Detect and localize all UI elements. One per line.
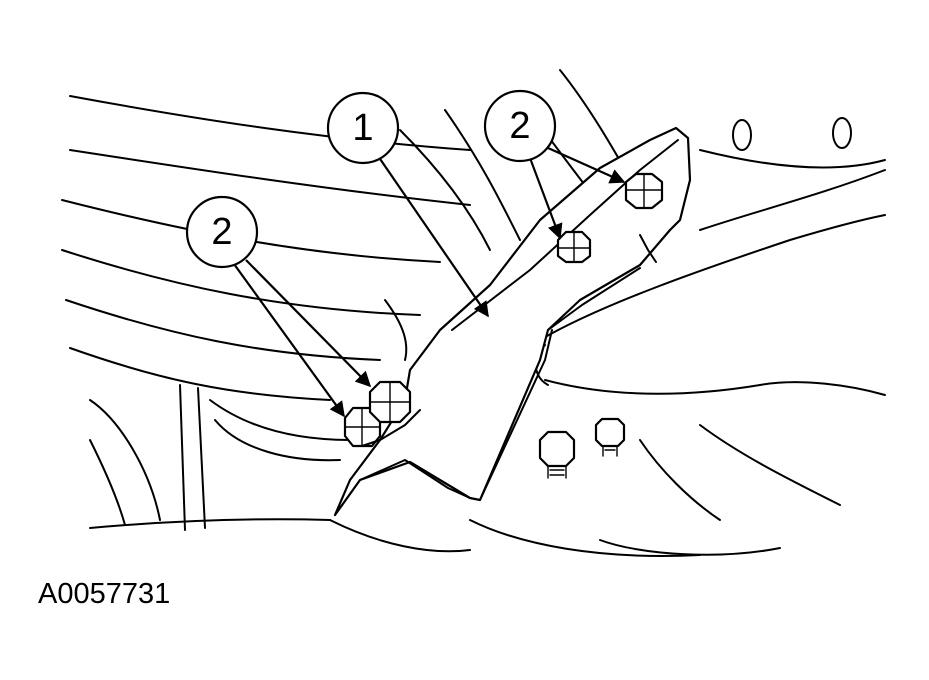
callout-1: 1 — [326, 91, 400, 165]
bolt-lower-left — [343, 406, 382, 448]
bolt-top-middle — [556, 230, 592, 264]
background-housing — [61, 69, 661, 531]
bracket — [333, 126, 692, 517]
callout-2-left: 2 — [185, 195, 259, 269]
callout-2-left-label: 2 — [211, 211, 232, 253]
callout-2-top-label: 2 — [509, 105, 530, 147]
lower-nut-left — [538, 430, 576, 479]
frame-member — [329, 117, 886, 557]
leader-lines — [233, 146, 626, 418]
callout-1-label: 1 — [352, 107, 373, 149]
callout-2-top: 2 — [483, 89, 557, 163]
bolt-lower-right — [361, 380, 421, 447]
lower-nut-right — [594, 417, 626, 457]
figure-id: A0057731 — [38, 578, 171, 610]
bolt-top-right — [624, 172, 664, 210]
